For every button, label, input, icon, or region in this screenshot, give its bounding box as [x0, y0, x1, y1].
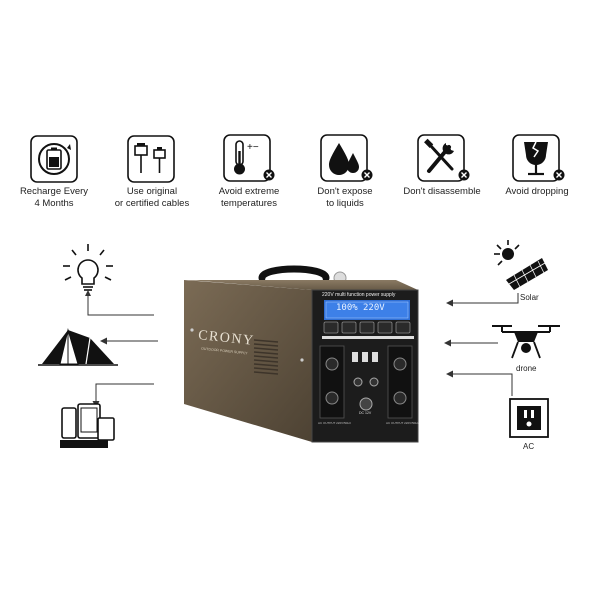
original-cable-icon: [127, 135, 175, 183]
device-left-socket-label: AC OUTPUT 220V/50Hz: [318, 421, 351, 425]
device-dc-label: DC 12V: [359, 411, 372, 415]
warning-label-temperature-line1: Avoid extreme: [218, 186, 280, 197]
warning-label-cables-line2: or certified cables: [114, 197, 190, 209]
input-label-solar: Solar: [520, 293, 539, 302]
broken-glass-icon: [512, 134, 565, 182]
warning-label-disassemble: Don't disassemble: [403, 186, 481, 197]
warning-label-liquids-line2: to liquids: [326, 197, 364, 209]
recharge-battery-icon: [30, 135, 78, 183]
device-panel-title: 220V multi function power supply: [322, 292, 396, 298]
output-arrow-tent: [100, 337, 158, 345]
light-bulb-icon: [63, 244, 113, 291]
device-display-left: 100%: [336, 303, 358, 313]
warning-label-temperature-line2: temperatures: [221, 197, 277, 209]
input-arrow-ac: [446, 370, 513, 396]
warning-label-recharge-line1: Recharge Every: [19, 186, 89, 197]
thermometer-icon: +−: [223, 134, 275, 182]
warning-label-recharge-line2: 4 Months: [34, 197, 74, 209]
input-arrow-drone: [444, 339, 498, 347]
device-illustration: [184, 265, 419, 443]
warning-label-liquids-line1: Don't expose: [317, 186, 373, 197]
tools-icon: [417, 134, 470, 182]
input-label-drone: drone: [516, 364, 537, 373]
drone-icon: [492, 325, 560, 359]
output-arrow-light: [85, 290, 154, 316]
device-display-right: 220V: [363, 303, 385, 313]
liquid-drops-icon: [320, 134, 373, 182]
input-label-ac: AC: [523, 442, 535, 451]
thermometer-plus-minus: +−: [247, 142, 259, 153]
phone-tablet-laptop-icon: [60, 403, 115, 448]
warning-label-cables-line1: Use original: [126, 186, 178, 197]
solar-panel-icon: [494, 240, 548, 290]
input-arrow-solar: [446, 293, 519, 307]
tent-icon: [38, 328, 118, 366]
warning-label-dropping: Avoid dropping: [505, 186, 569, 197]
ac-outlet-icon: [509, 398, 549, 438]
device-right-socket-label: AC OUTPUT 220V/50Hz: [386, 421, 419, 425]
